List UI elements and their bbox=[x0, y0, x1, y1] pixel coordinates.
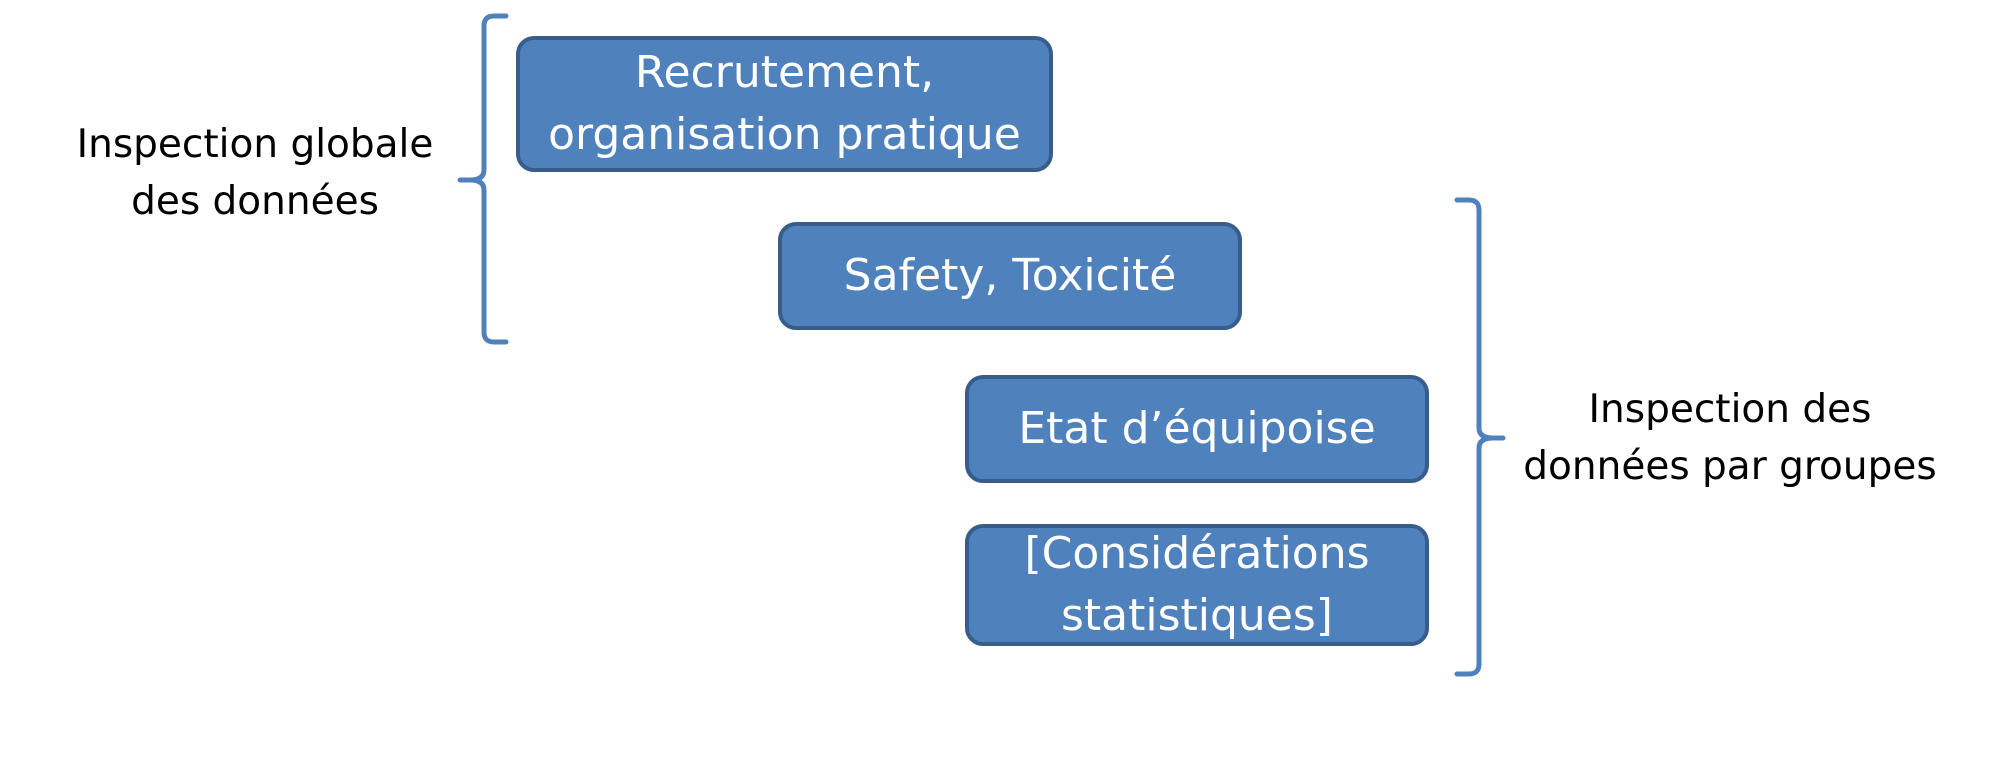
right-bracket bbox=[1454, 197, 1506, 677]
right-group-label-line-2: données par groupes bbox=[1523, 444, 1937, 489]
box-safety: Safety, Toxicité bbox=[778, 222, 1242, 330]
right-group-label-line-1: Inspection des bbox=[1588, 387, 1872, 432]
left-group-label-line-1: Inspection globale bbox=[76, 122, 434, 167]
box-considerations-line-1: [Considérations bbox=[1024, 528, 1370, 579]
box-etat: Etat d’équipoise bbox=[965, 375, 1429, 483]
box-etat-line-1: Etat d’équipoise bbox=[1018, 403, 1376, 454]
box-safety-line-1: Safety, Toxicité bbox=[843, 250, 1177, 301]
box-recrutement-line-2: organisation pratique bbox=[548, 109, 1021, 160]
left-group-label-line-2: des données bbox=[131, 179, 379, 224]
right-group-label: Inspection des données par groupes bbox=[1500, 381, 1960, 495]
box-recrutement: Recrutement, organisation pratique bbox=[516, 36, 1053, 172]
box-considerations: [Considérations statistiques] bbox=[965, 524, 1429, 646]
box-recrutement-line-1: Recrutement, bbox=[634, 47, 935, 98]
left-group-label: Inspection globale des données bbox=[40, 116, 470, 230]
left-bracket bbox=[457, 13, 509, 345]
box-considerations-line-2: statistiques] bbox=[1060, 590, 1333, 641]
